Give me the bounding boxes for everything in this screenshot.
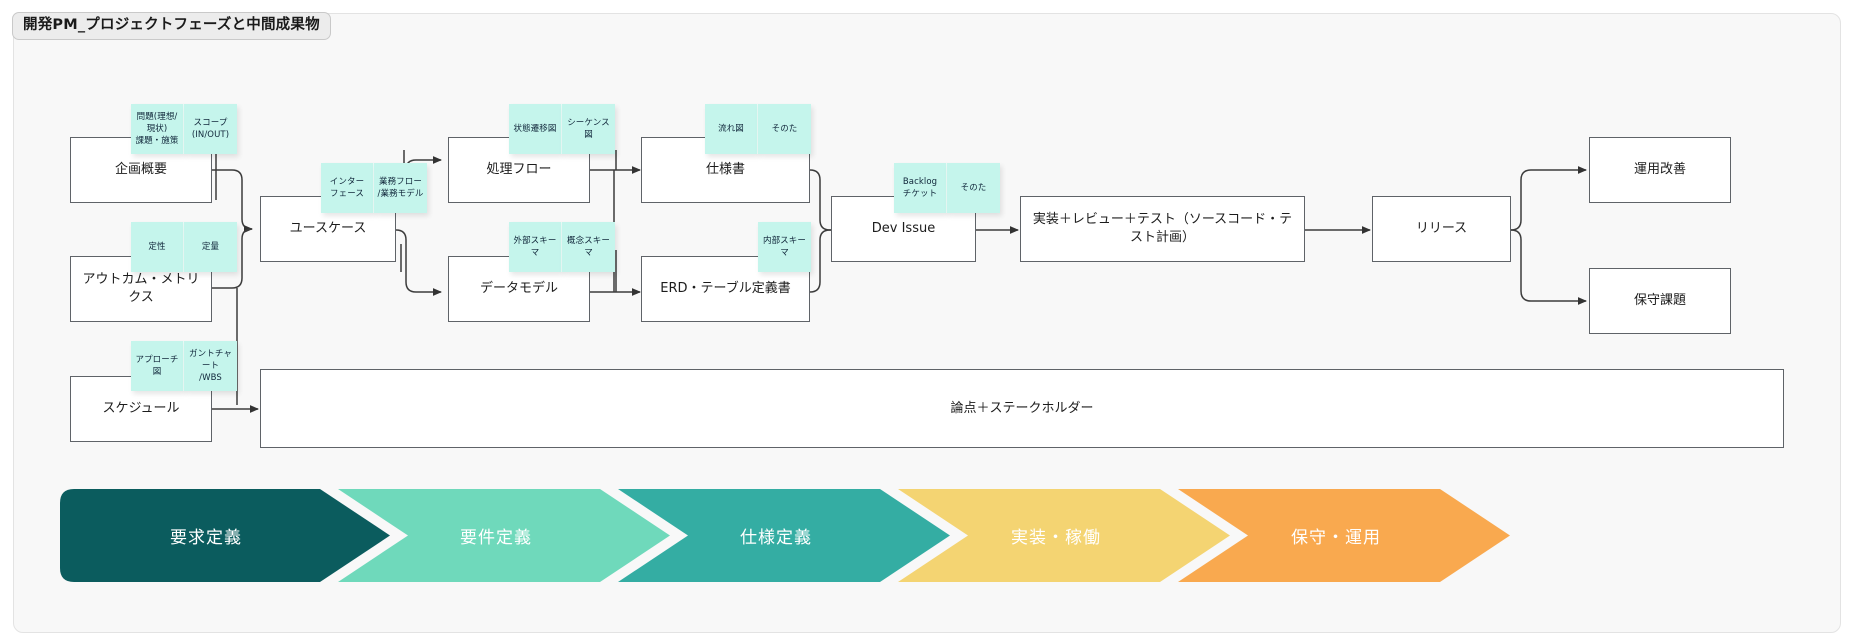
node-label: ユースケース	[289, 221, 367, 237]
node-label: 仕様書	[705, 162, 745, 178]
sticky-external-schema[interactable]: 外部スキーマ	[509, 222, 562, 272]
phase-text: 仕様定義	[740, 528, 812, 548]
node-label: Dev Issue	[871, 221, 936, 237]
phase-label-1[interactable]: 要求定義	[60, 489, 390, 582]
phase-text: 実装・稼働	[1011, 528, 1101, 548]
sticky-label: そのた	[960, 182, 987, 193]
node-label: スケジュール	[102, 401, 180, 417]
sticky-problem[interactable]: 問題(理想/現状)課題・施策	[131, 104, 184, 154]
phase-shapes	[60, 489, 1510, 582]
phase-label-5[interactable]: 保守・運用	[1190, 489, 1510, 582]
node-label: 実装＋レビュー＋テスト（ソースコード・テスト計画）	[1032, 212, 1293, 245]
sticky-label: 外部スキーマ	[513, 235, 557, 258]
sticky-conceptual-schema[interactable]: 概念スキーマ	[562, 222, 615, 272]
sticky-label: 状態遷移図	[513, 123, 557, 134]
node-label: 保守課題	[1633, 293, 1686, 309]
node-label: 運用改善	[1633, 162, 1686, 178]
phase-shape-2[interactable]	[338, 489, 670, 582]
sticky-label: 業務フロー/業務モデル	[377, 176, 424, 199]
node-label: リリース	[1415, 221, 1468, 237]
phase-label-2[interactable]: 要件定義	[350, 489, 670, 582]
node-label: 企画概要	[114, 162, 167, 178]
sticky-label: 概念スキーマ	[566, 235, 610, 258]
sticky-label: ガントチャート/WBS	[189, 348, 232, 384]
phase-text: 保守・運用	[1291, 528, 1381, 548]
node-maint[interactable]: 保守課題	[1589, 268, 1731, 334]
sticky-label: アプローチ図	[135, 354, 179, 377]
phase-shape-3[interactable]	[618, 489, 950, 582]
sticky-label: シーケンス図	[567, 117, 610, 140]
phase-banner: 要求定義 要件定義 仕様定義 実装・稼働 保守・運用	[60, 489, 1510, 582]
sticky-label: 内部スキーマ	[762, 235, 806, 258]
node-release[interactable]: リリース	[1372, 196, 1511, 262]
sticky-label: そのた	[771, 123, 798, 134]
sticky-scope[interactable]: スコープ(IN/OUT)	[184, 104, 237, 154]
sticky-label: 流れ図	[718, 123, 744, 134]
sticky-internal-schema[interactable]: 内部スキーマ	[758, 222, 811, 272]
phase-text: 要件定義	[460, 528, 532, 548]
sticky-other-spec[interactable]: そのた	[758, 104, 811, 154]
sticky-flowchart[interactable]: 流れ図	[705, 104, 758, 154]
node-label: 論点＋ステークホルダー	[950, 400, 1094, 416]
node-ops[interactable]: 運用改善	[1589, 137, 1731, 203]
node-label: ERD・テーブル定義書	[660, 281, 791, 297]
sticky-state-transition[interactable]: 状態遷移図	[509, 104, 562, 154]
phase-shape-5[interactable]	[1178, 489, 1510, 582]
sticky-label: 定量	[201, 241, 220, 252]
node-label: アウトカム・メトリクス	[82, 272, 200, 305]
sticky-quantitative[interactable]: 定量	[184, 222, 237, 272]
sticky-sequence-diagram[interactable]: シーケンス図	[562, 104, 615, 154]
phase-label-4[interactable]: 実装・稼働	[910, 489, 1230, 582]
phase-shape-1[interactable]	[60, 489, 390, 582]
sticky-label: 定性	[148, 241, 166, 252]
sticky-other-dev[interactable]: そのた	[947, 163, 1000, 213]
phase-text: 要求定義	[170, 528, 242, 548]
phase-shape-4[interactable]	[898, 489, 1230, 582]
sticky-qualitative[interactable]: 定性	[131, 222, 184, 272]
node-label: 処理フロー	[486, 162, 552, 178]
sticky-business-flow[interactable]: 業務フロー/業務モデル	[374, 163, 427, 213]
node-issues[interactable]: 論点＋ステークホルダー	[260, 369, 1784, 448]
sticky-label: スコープ(IN/OUT)	[191, 117, 230, 140]
sticky-label: インターフェース	[329, 176, 365, 199]
node-implement[interactable]: 実装＋レビュー＋テスト（ソースコード・テスト計画）	[1020, 196, 1305, 262]
node-label: データモデル	[479, 281, 558, 297]
sticky-label: 問題(理想/現状)課題・施策	[135, 111, 179, 147]
phase-label-3[interactable]: 仕様定義	[630, 489, 950, 582]
sticky-interface[interactable]: インターフェース	[321, 163, 374, 213]
page-title: 開発PM_プロジェクトフェーズと中間成果物	[12, 12, 331, 40]
sticky-gantt-wbs[interactable]: ガントチャート/WBS	[184, 341, 237, 391]
node-erd[interactable]: ERD・テーブル定義書	[641, 256, 810, 322]
sticky-approach-diagram[interactable]: アプローチ図	[131, 341, 184, 391]
